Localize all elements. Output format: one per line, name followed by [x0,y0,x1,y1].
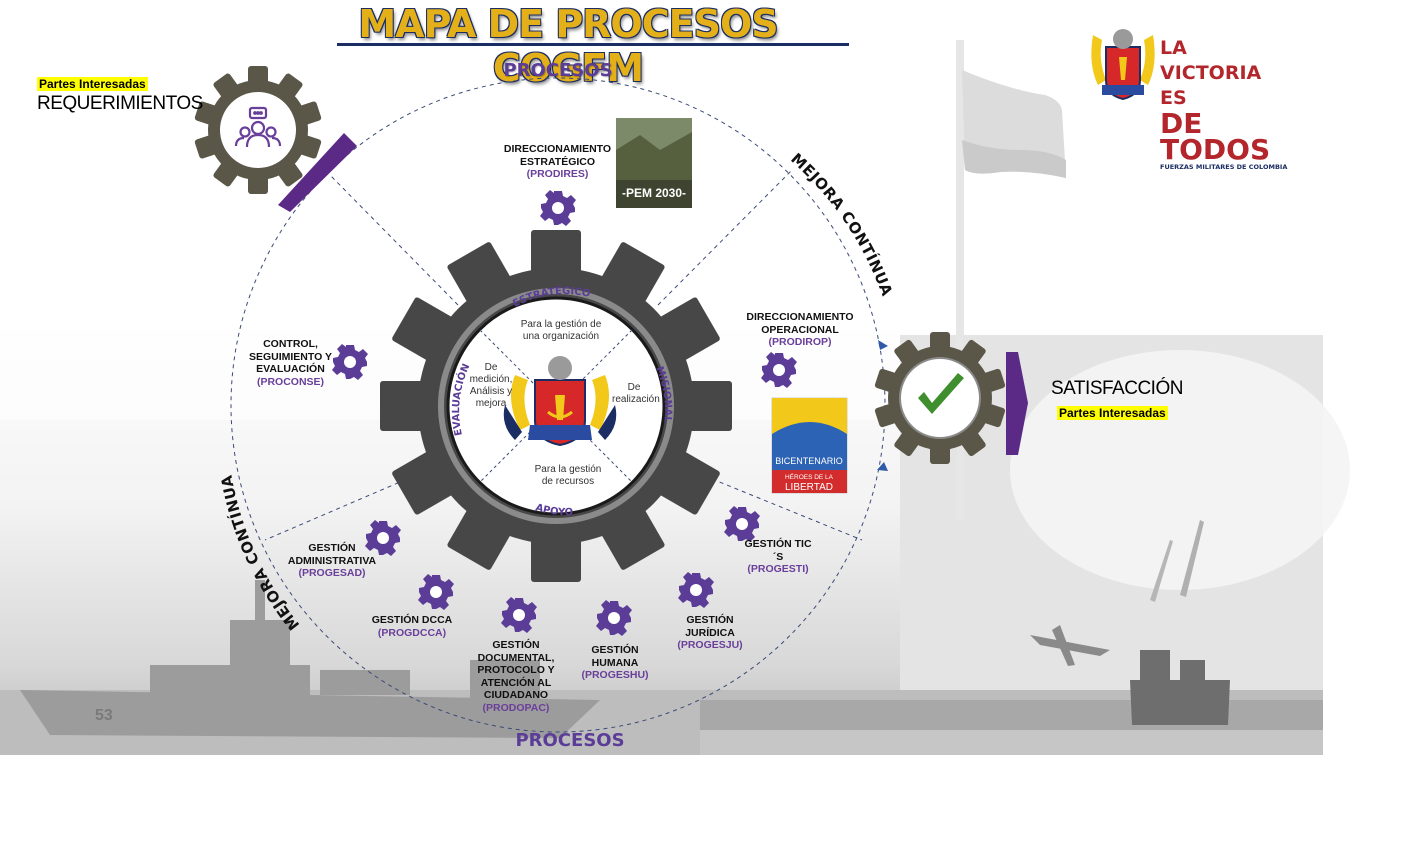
gear-tooth [601,508,665,570]
process-prodopac: GESTIÓN DOCUMENTAL, PROTOCOLO Y ATENCIÓN… [477,639,555,714]
svg-text:53: 53 [95,707,113,724]
process-progesju: GESTIÓN JURÍDICA(PROGESJU) [677,614,743,651]
arrow-right-icon [1006,352,1028,455]
satisfaction-label: SATISFACCIÓN [1051,378,1183,399]
process-progeshu: GESTIÓN HUMANA(PROGESHU) [581,644,649,681]
process-progesti: GESTIÓN TIC´S(PROGESTI) [744,538,812,575]
gear-tooth [658,451,720,515]
process-progesad: GESTIÓN ADMINISTRATIVA(PROGESAD) [287,542,377,579]
page-title: MAPA DE PROCESOS COGFM [358,2,778,90]
bicentenario-book [771,397,848,494]
gear-icon [501,597,537,633]
output-stakeholders-tag: Partes Interesadas [1057,406,1168,420]
flag-pole [956,40,964,520]
libertad-text: LIBERTAD [785,482,833,493]
procesos-top-label: PROCESOS [503,60,612,81]
mejora-continua-right-label: MEJORA CONTÍNUA [787,150,896,299]
gear-tooth [531,230,581,274]
requirements-gear [194,66,322,194]
gear-icon [678,572,714,608]
brand-slogan: LA VICTORIA ES DE TODOS FUERZAS MILITARE… [1160,37,1288,171]
bicentenario-text: BICENTENARIO [775,456,843,466]
pem-title: -PEM 2030- [622,186,686,200]
gear-tooth [392,451,454,515]
gear-icon [418,574,454,610]
process-proconse: CONTROL, SEGUIMIENTO Y EVALUACIÓN(PROCON… [248,338,333,388]
gear-tooth [658,297,720,361]
center-text-right: De realización [612,382,660,405]
gear-tooth [447,242,511,304]
heroes-text: HÉROES DE LA [785,472,834,481]
coat-of-arms-icon [503,356,617,447]
procesos-bottom-label: PROCESOS [515,730,624,751]
gear-icon [724,506,760,542]
input-arrow-bar [278,133,357,212]
requirements-label: REQUERIMIENTOS [37,93,203,114]
ship-silhouette [20,580,600,738]
vehicle-silhouette [1130,650,1230,725]
center-text-bottom: Para la gestión de recursos [534,464,602,487]
gear-tooth [601,242,665,304]
gear-tooth [447,508,511,570]
center-text-top: Para la gestión de una organización [520,319,602,342]
pem-2030-book [616,118,692,208]
input-stakeholders-tag: Partes Interesadas [37,77,148,91]
gear-tooth [392,297,454,361]
process-prodirop: DIRECCIONAMIENTO OPERACIONAL(PRODIROP) [746,311,854,348]
aircraft-silhouette [1030,625,1110,666]
gear-icon [332,344,368,380]
gear-icon [540,190,576,226]
center-text-left: De medición, Análisis y mejora [469,362,513,409]
title-underline [337,43,849,46]
gear-tooth [531,538,581,582]
process-progdcca: GESTIÓN DCCA(PROGDCCA) [371,614,453,639]
process-prodires: DIRECCIONAMIENTO ESTRATÉGICO(PRODIRES) [503,143,612,180]
brand-emblem-icon [1091,29,1155,101]
checkmark-icon [918,373,964,414]
gear-tooth [688,381,732,431]
gear-tooth [380,381,424,431]
gear-icon [596,600,632,636]
process-circle [230,77,886,733]
satisfaction-gear [874,332,1006,464]
people-icon [234,106,282,148]
gear-icon [761,352,797,388]
